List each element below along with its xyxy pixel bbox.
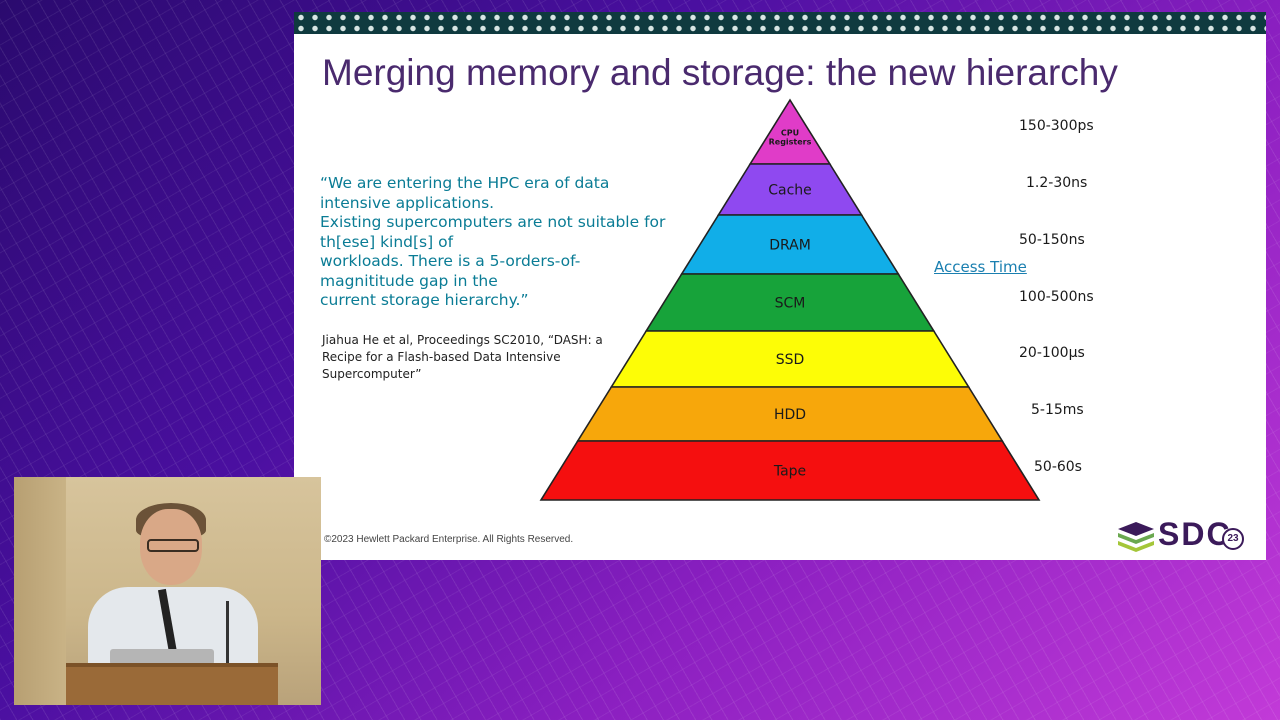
access-time-value: 100-500ns <box>1019 289 1094 305</box>
pyramid-tier-label: Cache <box>768 183 812 199</box>
access-time-value: 1.2-30ns <box>1026 175 1087 191</box>
podium <box>66 663 278 705</box>
pyramid-tier-label: SCM <box>775 296 806 312</box>
sdc-logo: SDC 23 <box>1116 516 1248 552</box>
quote-line: Existing supercomputers are not suitable… <box>320 213 666 231</box>
speaker-video-feed <box>14 477 321 705</box>
laptop <box>110 649 214 665</box>
access-time-link[interactable]: Access Time <box>934 258 1027 276</box>
access-time-value: 50-150ns <box>1019 232 1085 248</box>
slide-title: Merging memory and storage: the new hier… <box>322 52 1118 93</box>
citation-line: Jiahua He et al, Proceedings SC2010, “DA… <box>322 333 603 347</box>
access-time-value: 5-15ms <box>1031 402 1084 418</box>
access-time-value: 150-300ps <box>1019 118 1094 134</box>
logo-text: SDC <box>1158 516 1232 552</box>
speaker-head <box>140 509 202 585</box>
quote-line: “We are entering the HPC era of data <box>320 174 610 192</box>
citation-line: Supercomputer” <box>322 367 422 381</box>
copyright-notice: ©2023 Hewlett Packard Enterprise. All Ri… <box>324 534 574 545</box>
presentation-slide: Merging memory and storage: the new hier… <box>294 12 1266 560</box>
citation-line: Recipe for a Flash-based Data Intensive <box>322 350 561 364</box>
speaker-glasses <box>147 539 199 552</box>
pyramid-tier-label: DRAM <box>769 238 811 254</box>
access-time-value: 20-100µs <box>1019 345 1085 361</box>
slide-top-dot-banner <box>294 12 1266 34</box>
quote-line: current storage hierarchy.” <box>320 291 529 309</box>
quote-block: “We are entering the HPC era of data int… <box>320 174 666 311</box>
pyramid-tier-label: HDD <box>774 407 806 423</box>
layers-icon <box>1118 522 1154 552</box>
microphone <box>226 601 229 667</box>
access-time-value: 50-60s <box>1034 459 1082 475</box>
quote-line: magnititude gap in the <box>320 271 498 290</box>
pyramid-tier-label: CPU <box>781 129 799 138</box>
citation: Jiahua He et al, Proceedings SC2010, “DA… <box>322 332 612 383</box>
logo-year-badge: 23 <box>1222 528 1244 550</box>
pyramid-tier-label: Registers <box>769 138 812 147</box>
quote-line: th[ese] kind[s] of <box>320 232 454 251</box>
background-door <box>14 477 66 705</box>
pyramid-tier-label: Tape <box>773 464 806 480</box>
pyramid-tier <box>539 440 1041 501</box>
quote-line: workloads. There is a 5-orders-of- <box>320 252 581 270</box>
pyramid-tier-label: SSD <box>776 352 805 368</box>
quote-line: intensive applications. <box>320 193 495 212</box>
